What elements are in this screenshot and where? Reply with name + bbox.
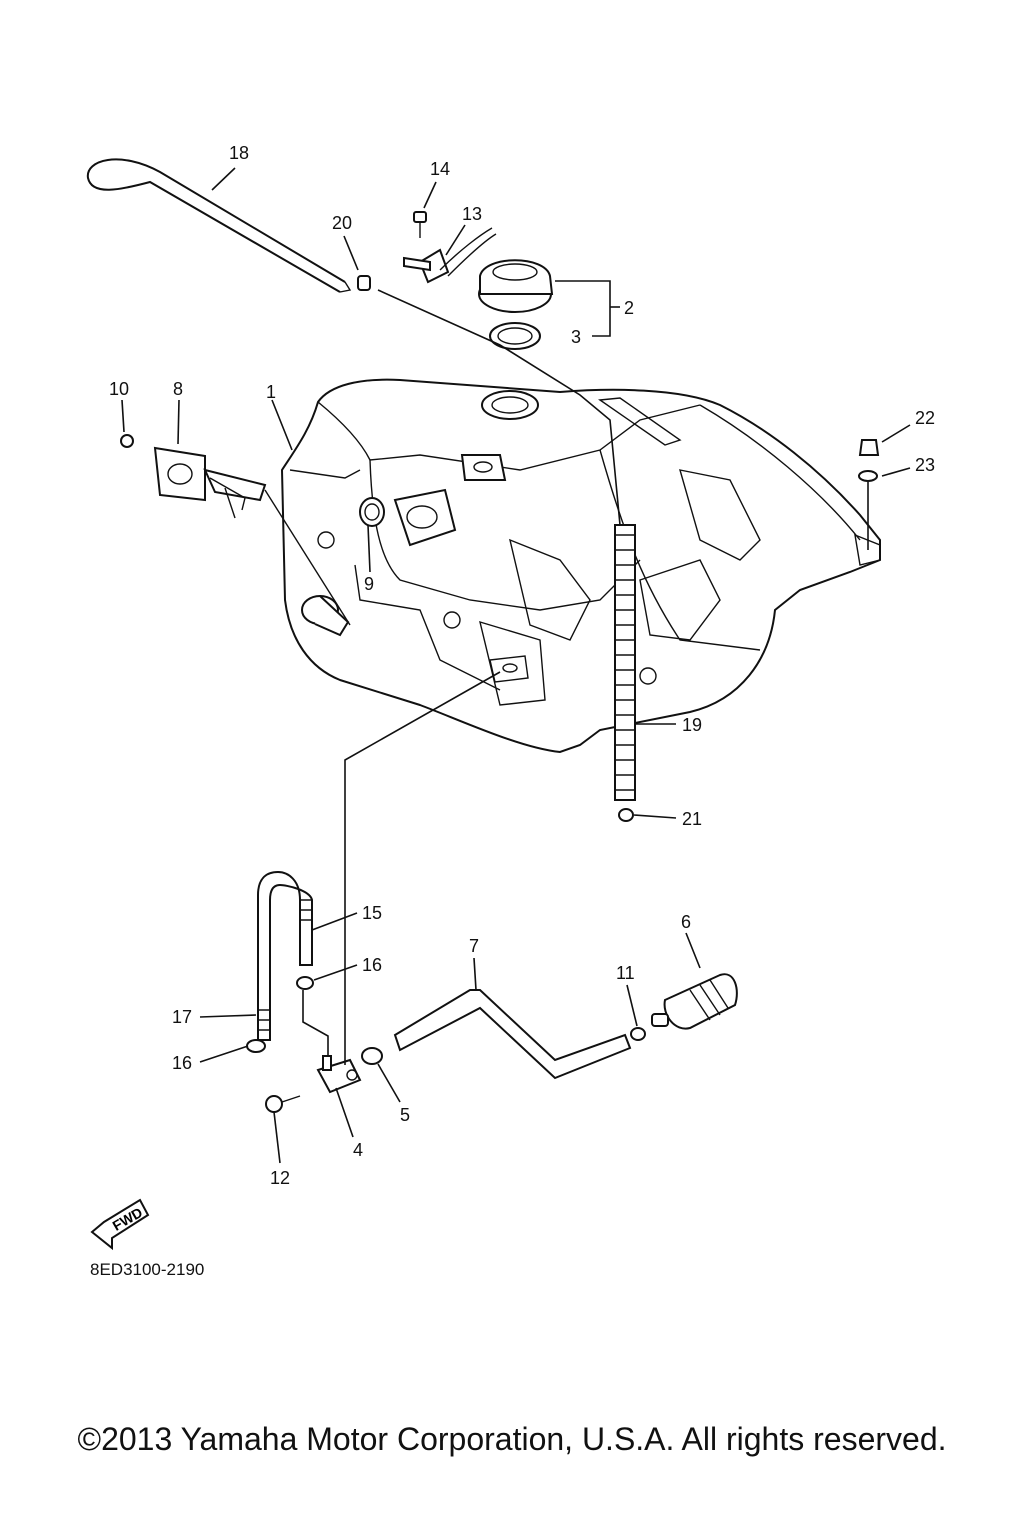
callout-18: 18 xyxy=(229,143,249,163)
callout-5: 5 xyxy=(400,1105,410,1125)
callout-8: 8 xyxy=(173,379,183,399)
callout-19: 19 xyxy=(682,715,702,735)
sender-o-ring xyxy=(359,497,385,527)
fwd-arrow-icon: FWD xyxy=(90,1198,150,1251)
drain-hose xyxy=(614,524,636,801)
callout-6: 6 xyxy=(681,912,691,932)
callout-17: 17 xyxy=(172,1007,192,1027)
screw-14 xyxy=(413,211,427,238)
fuel-tank xyxy=(280,378,881,754)
callout-9: 9 xyxy=(364,574,374,594)
callout-16a: 16 xyxy=(362,955,382,975)
breather-hose xyxy=(86,158,352,293)
fuel-hose-15-17 xyxy=(257,870,313,1041)
callout-23: 23 xyxy=(915,455,935,475)
bolt-12 xyxy=(265,1095,301,1113)
callout-22: 22 xyxy=(915,408,935,428)
callout-10: 10 xyxy=(109,379,129,399)
callout-16b: 16 xyxy=(172,1053,192,1073)
callout-11: 11 xyxy=(616,963,635,983)
callout-15: 15 xyxy=(362,903,382,923)
callout-12: 12 xyxy=(270,1168,290,1188)
callout-2: 2 xyxy=(624,298,634,318)
callout-20: 20 xyxy=(332,213,352,233)
vent-fitting xyxy=(403,227,497,284)
copyright-text: ©2013 Yamaha Motor Corporation, U.S.A. A… xyxy=(77,1421,946,1457)
bolt-10 xyxy=(120,434,134,448)
callout-4: 4 xyxy=(353,1140,363,1160)
hose-clip-16-b xyxy=(246,1039,266,1053)
callout-21: 21 xyxy=(682,809,702,829)
callout-labels: 1 2 3 4 5 6 7 8 9 10 11 12 13 14 15 16 1… xyxy=(109,143,935,1188)
hose-clip-11 xyxy=(630,1027,646,1041)
drawing-code: 8ED3100-2190 xyxy=(90,1260,204,1279)
fuel-cock xyxy=(316,1055,362,1094)
hose-clip-21 xyxy=(618,808,634,822)
callout-3: 3 xyxy=(571,327,581,347)
nut-22 xyxy=(858,439,880,456)
callout-7: 7 xyxy=(469,936,479,956)
hose-clip-20 xyxy=(357,275,371,291)
cap-gasket xyxy=(489,322,541,350)
callout-1: 1 xyxy=(266,382,276,402)
hose-clamp-5 xyxy=(361,1047,383,1065)
callout-13: 13 xyxy=(462,204,482,224)
leader-lines xyxy=(121,167,911,1164)
fuel-cap xyxy=(478,259,554,313)
callout-14: 14 xyxy=(430,159,450,179)
washer-23 xyxy=(858,470,878,482)
fuel-filter xyxy=(651,973,738,1030)
hose-clip-16-a xyxy=(296,976,314,990)
fuel-hose-7 xyxy=(393,989,632,1080)
sender-gasket xyxy=(153,446,351,626)
